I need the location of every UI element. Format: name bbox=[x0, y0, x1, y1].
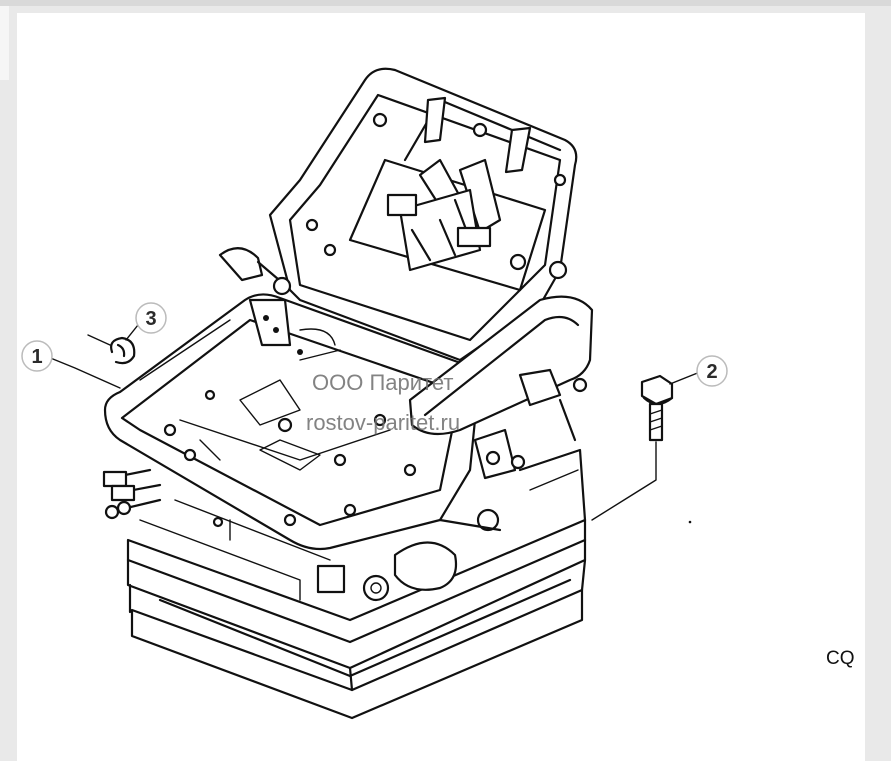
watermark-url: rostov-paritet.ru bbox=[306, 410, 460, 435]
seat-base-suspension bbox=[126, 448, 587, 720]
top-bar bbox=[0, 0, 891, 6]
callout-2: 2 bbox=[696, 355, 728, 387]
leader-lines bbox=[47, 324, 701, 521]
part-3-clip bbox=[110, 336, 136, 365]
seat-backrest bbox=[218, 67, 578, 362]
callout-2-label: 2 bbox=[706, 361, 717, 383]
watermark-company: ООО Паритет bbox=[312, 370, 453, 395]
part-2-bolt bbox=[640, 374, 674, 442]
cable-connectors bbox=[102, 468, 162, 520]
seat-pan bbox=[103, 293, 482, 551]
callout-3: 3 bbox=[135, 302, 167, 334]
left-edge-strip bbox=[0, 6, 9, 80]
callout-3-label: 3 bbox=[145, 308, 156, 330]
seat-armrest bbox=[408, 295, 594, 480]
callout-1-label: 1 bbox=[31, 346, 42, 368]
callout-1: 1 bbox=[21, 340, 53, 372]
code-label: CQ bbox=[826, 648, 855, 669]
